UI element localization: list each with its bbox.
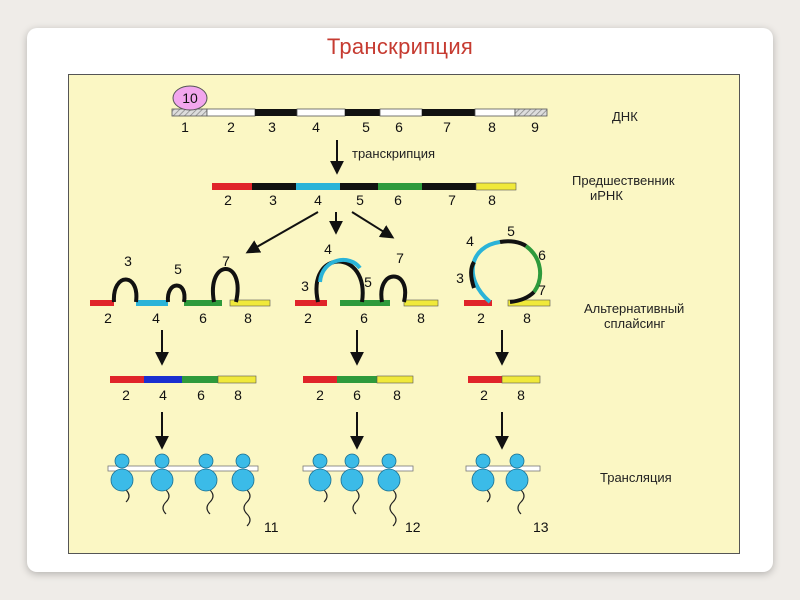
- dna-segment-3: [255, 109, 297, 116]
- ribosome: [150, 453, 174, 515]
- ribosome: [340, 453, 364, 515]
- splice-variant-c: [464, 239, 551, 307]
- splice-a-number: 6: [199, 310, 207, 326]
- mrna-a-number: 8: [234, 387, 242, 403]
- splice-b-number: 2: [304, 310, 312, 326]
- alt-splicing-label-1: Альтернативный: [584, 301, 684, 316]
- dna-segment-2: [206, 108, 256, 117]
- mrna-b-number: 6: [353, 387, 361, 403]
- splice-variant-a: [90, 267, 271, 307]
- splice-a-loop-number: 7: [222, 253, 230, 269]
- precursor-number: 3: [269, 192, 277, 208]
- precursor-number: 6: [394, 192, 402, 208]
- dna-label: ДНК: [612, 109, 638, 124]
- dna-number: 1: [181, 119, 189, 135]
- dna-segment-4: [296, 108, 346, 117]
- splice-b-loop-number: 7: [396, 250, 404, 266]
- ribosome: [231, 453, 255, 527]
- splice-b-loop-number: 4: [324, 241, 332, 257]
- dna-number: 2: [227, 119, 235, 135]
- protein-number: 13: [533, 519, 549, 535]
- splice-c-loop-number: 7: [538, 282, 546, 298]
- dna-segment-8: [474, 108, 516, 117]
- dna-segment-5: [345, 109, 380, 116]
- transcription-arrow-label: транскрипция: [352, 146, 435, 161]
- dna-number: 7: [443, 119, 451, 135]
- splice-b-number: 6: [360, 310, 368, 326]
- precursor-number: 7: [448, 192, 456, 208]
- promoter-badge: [172, 85, 208, 111]
- precursor-number: 2: [224, 192, 232, 208]
- dna-number: 6: [395, 119, 403, 135]
- splice-a-number: 4: [152, 310, 160, 326]
- splice-a-number: 2: [104, 310, 112, 326]
- splice-b-loop-number: 3: [301, 278, 309, 294]
- splice-a-loop-number: 3: [124, 253, 132, 269]
- protein-number: 12: [405, 519, 421, 535]
- ribosome: [308, 453, 332, 503]
- splice-a-loop-number: 5: [174, 261, 182, 277]
- mrna-a: [110, 375, 257, 384]
- dna-segment-6: [379, 108, 423, 117]
- mrna-b: [303, 375, 414, 384]
- precursor-number: 4: [314, 192, 322, 208]
- mrna-c: [468, 375, 541, 384]
- translation-b: [302, 453, 414, 527]
- precursor-label-1: Предшественник: [572, 173, 675, 188]
- alt-splicing-label-2: сплайсинг: [604, 316, 666, 331]
- protein-number: 11: [264, 519, 279, 535]
- splice-c-loop-number: 3: [456, 270, 464, 286]
- ribosome: [194, 453, 218, 515]
- dna-number: 4: [312, 119, 320, 135]
- splice-variant-b: [295, 258, 439, 307]
- dna-number: 5: [362, 119, 370, 135]
- dna-number: 9: [531, 119, 539, 135]
- splice-b-number: 8: [417, 310, 425, 326]
- precursor-mrna: [212, 182, 517, 191]
- mrna-b-number: 8: [393, 387, 401, 403]
- precursor-label-2: иРНК: [590, 188, 623, 203]
- splice-c-loop-number: 4: [466, 233, 474, 249]
- splice-b-loop-number: 5: [364, 274, 372, 290]
- branch-arrow-left: [245, 211, 319, 254]
- dna-segment-9: [514, 108, 548, 117]
- dna-number: 8: [488, 119, 496, 135]
- ribosome: [505, 453, 529, 515]
- precursor-number: 8: [488, 192, 496, 208]
- translation-c: [465, 453, 541, 515]
- splice-c-loop-number: 6: [538, 247, 546, 263]
- mrna-a-number: 6: [197, 387, 205, 403]
- mrna-a-number: 4: [159, 387, 167, 403]
- splice-c-loop-number: 5: [507, 223, 515, 239]
- ribosome: [471, 453, 495, 503]
- ribosome: [110, 453, 134, 503]
- page-title: Транскрипция: [326, 34, 474, 59]
- mrna-b-number: 2: [316, 387, 324, 403]
- ribosome: [377, 453, 401, 527]
- dna-segment-7: [422, 109, 475, 116]
- mrna-c-number: 8: [517, 387, 525, 403]
- splice-c-number: 2: [477, 310, 485, 326]
- diagram-panel: [68, 74, 740, 554]
- translation-a: [107, 453, 259, 527]
- dna-number: 3: [268, 119, 276, 135]
- dna-strand: [171, 108, 548, 117]
- precursor-number: 5: [356, 192, 364, 208]
- splice-a-number: 8: [244, 310, 252, 326]
- translation-label: Трансляция: [600, 470, 672, 485]
- mrna-c-number: 2: [480, 387, 488, 403]
- splice-c-number: 8: [523, 310, 531, 326]
- promoter-badge-label: 10: [182, 90, 198, 106]
- branch-arrow-right: [351, 211, 395, 239]
- mrna-a-number: 2: [122, 387, 130, 403]
